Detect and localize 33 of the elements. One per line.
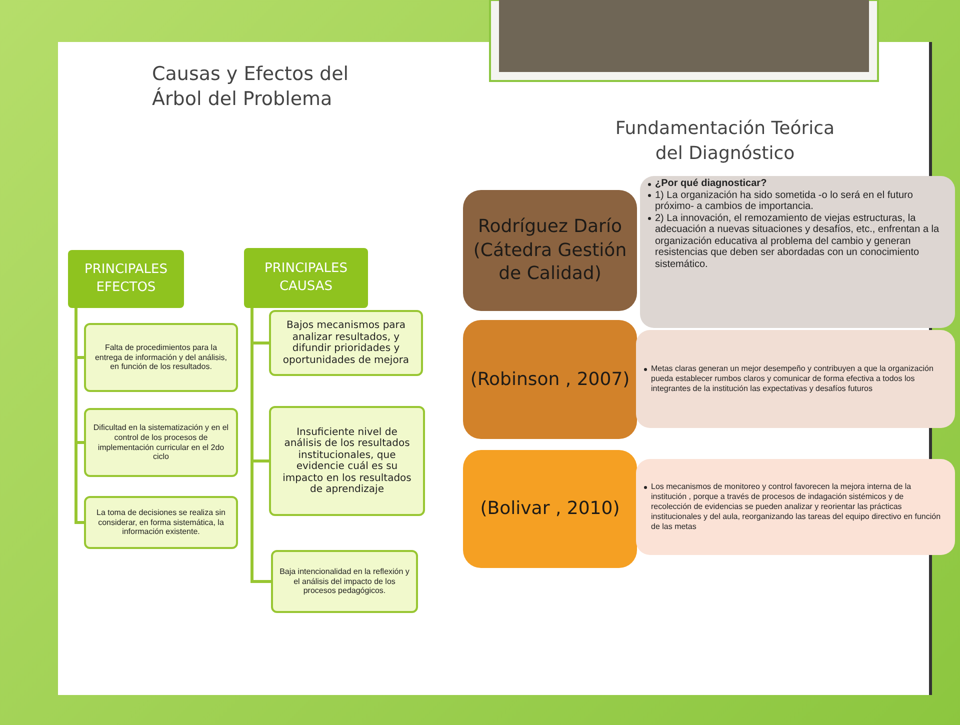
- cause-effect-box: [271, 550, 418, 613]
- box-text: Insuficiente nivel de análisis de los resultados institucionales, que evidencie cuál es su impacto en los resultados de aprendizaje: [282, 426, 412, 496]
- cause-effect-box: [269, 310, 423, 376]
- connector-line: [250, 308, 271, 583]
- box-text: La toma de decisiones se realiza sin considerar, en forma sistemática, la información existente.: [96, 508, 226, 537]
- box-text: Bajos mecanismos para analizar resultados, y difundir prioridades y oportunidades de mejora: [282, 320, 410, 366]
- cause-effect-box: [84, 496, 238, 549]
- box-text: Baja intencionalidad en la reflexión y el análisis del impacto de los procesos pedagógicos.: [279, 567, 410, 596]
- cause-effect-box: [84, 408, 238, 477]
- text-panel: [636, 459, 955, 555]
- box-text: PRINCIPALES CAUSAS: [264, 260, 348, 296]
- cause-effect-box: [84, 323, 238, 392]
- text-panel: [636, 330, 955, 428]
- box-text: Falta de procedimientos para la entrega de información y del análisis, en función de los resultados.: [94, 343, 228, 372]
- box-text: Dificultad en la sistematización y en el control de los procesos de implementación curricular en el 2do ciclo: [92, 423, 230, 462]
- category-header: [244, 248, 368, 308]
- bullet-text: 2) La innovación, el remozamiento de viejas estructuras, la adecuación a nuevas situaciones y desafíos, etc., enfrentan a la organización educativa al problema del cambio y generan resistencias que deben ser abordadas con un conocimiento sistemático.: [648, 212, 945, 270]
- text-panel: [640, 176, 955, 328]
- citation: Rodríguez Darío (Cátedra Gestión de Calidad): [472, 215, 628, 286]
- heading: Fundamentación Teórica del Diagnóstico: [614, 117, 836, 166]
- citation: (Robinson , 2007): [470, 368, 630, 392]
- category-header: [68, 250, 184, 308]
- bullet-text: 1) La organización ha sido sometida -o lo será en el futuro próximo- a cambios de importancia.: [648, 190, 945, 212]
- author-box: [463, 320, 637, 439]
- author-box: [463, 190, 637, 311]
- panel-heading: ¿Por qué diagnosticar?: [648, 178, 767, 190]
- bullet-text: Los mecanismos de monitoreo y control favorecen la mejora interna de la institución , porque a través de procesos de indagación sistémicos y de recolección de evidencias se pueden analizar y reorientar las prácticas institucionales y del aula, reorganizando las tareas del equipo directivo en función de las metas: [644, 482, 945, 532]
- citation: (Bolivar , 2010): [480, 497, 620, 521]
- author-box: [463, 450, 637, 568]
- bullet-text: Metas claras generan un mejor desempeño y contribuyen a que la organización pueda establecer rumbos claros y comunicar de forma efectiva a todos los integrantes de la institución las expectativas y desafíos futuros: [644, 364, 945, 394]
- title: Causas y Efectos del Árbol del Problema: [152, 62, 350, 112]
- cause-effect-box: [269, 406, 425, 516]
- box-text: PRINCIPALES EFECTOS: [84, 261, 168, 297]
